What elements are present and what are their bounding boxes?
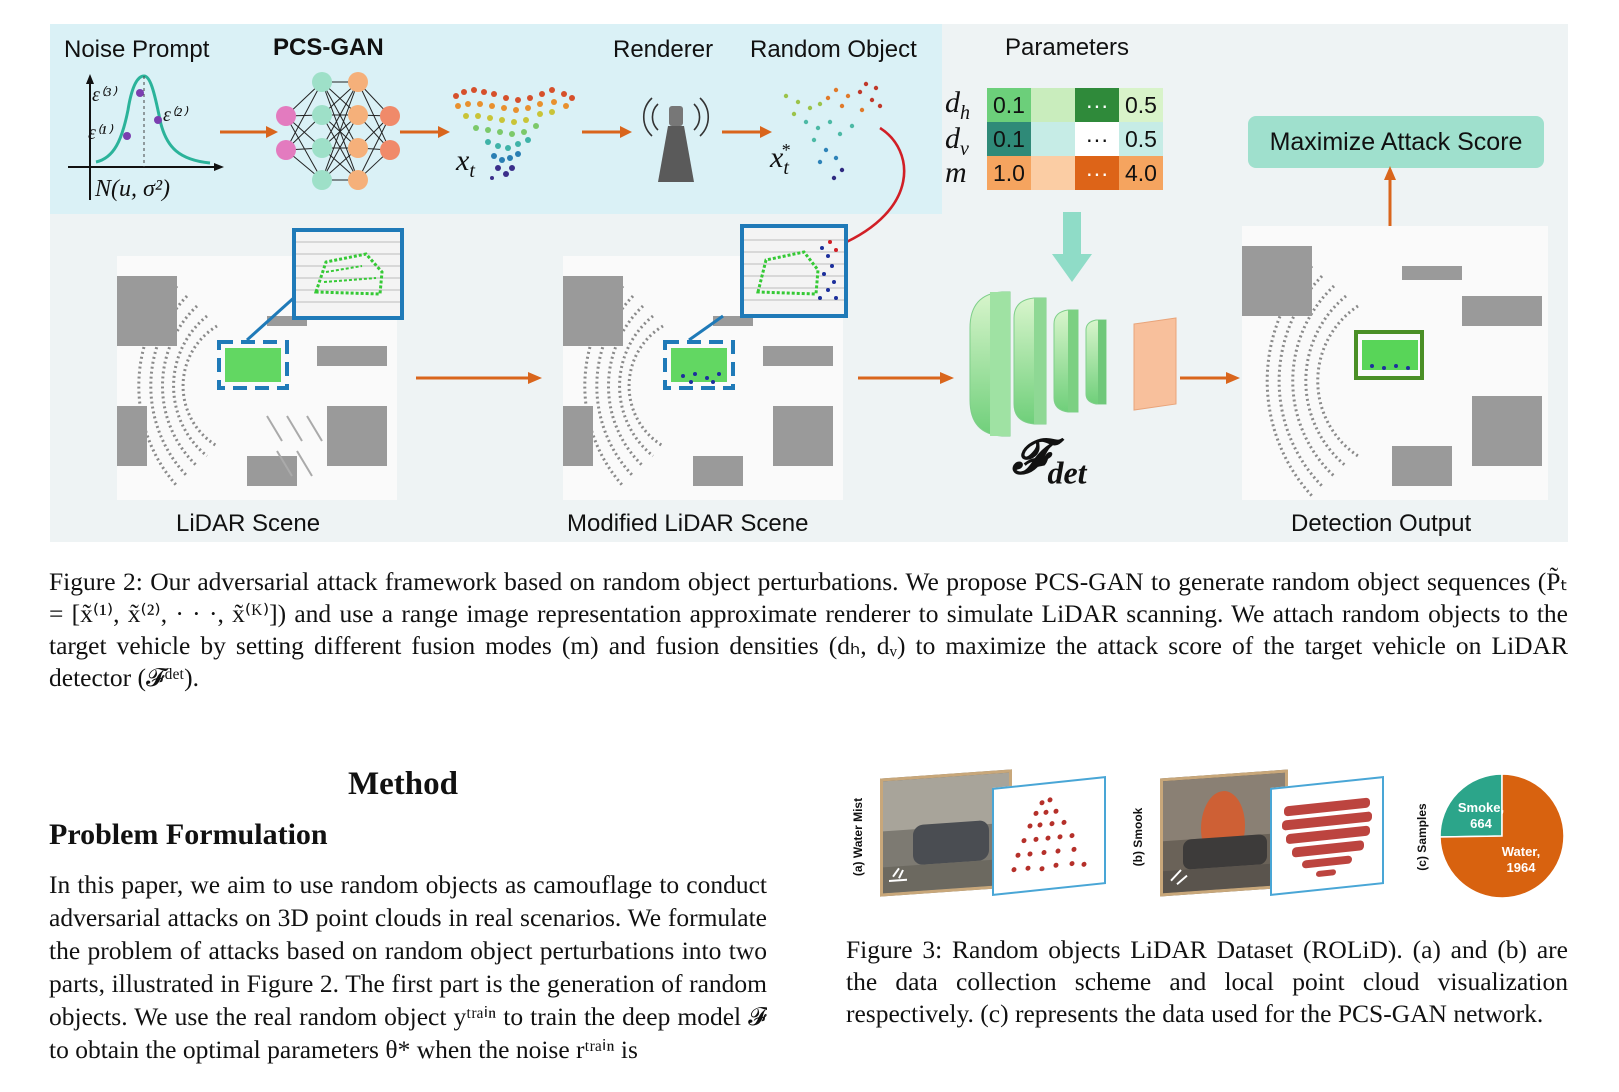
modified-lidar-scene-label: Modified LiDAR Scene [567, 510, 809, 537]
smoke-points [1282, 797, 1372, 877]
dv-first-cell: 0.1 [987, 122, 1031, 156]
arrow-xt-to-renderer [582, 126, 632, 138]
lidar-zoom-inset [292, 228, 404, 320]
pie-smoke-value: 664 [1470, 816, 1492, 831]
renderer-lidar-icon [643, 97, 709, 182]
normal-distribution-label: N(u, σ²) [95, 176, 171, 202]
xt-label: xt [456, 144, 475, 182]
water-mist-photo [880, 769, 1012, 897]
dv-last-cell: 0.5 [1119, 122, 1163, 156]
m-blank-cell [1031, 156, 1075, 190]
panel-c-label: (c) Samples [1415, 803, 1429, 871]
m-first-cell: 1.0 [987, 156, 1031, 190]
maximize-attack-score-box: Maximize Attack Score [1248, 116, 1544, 168]
dh-blank-cell [1031, 88, 1075, 122]
method-paragraph: In this paper, we aim to use random obje… [49, 870, 767, 1064]
pie-water-name: Water, [1501, 844, 1541, 859]
noise-distribution-plot [68, 74, 224, 200]
arrow-noise-to-gan [220, 126, 278, 138]
detector-network-icon [969, 291, 1177, 437]
panel-b-label: (b) Smook [1131, 807, 1145, 867]
pie-slice-smoke [1439, 773, 1503, 838]
random-object-label: Random Object [750, 36, 917, 63]
detection-output-image [1242, 226, 1548, 500]
modified-lidar-scene-image [563, 256, 843, 500]
epsilon-1-label: ε⁽¹⁾ [88, 122, 112, 144]
random-object-point-cloud [783, 81, 883, 181]
zoomed-car-points [296, 241, 400, 303]
lidar-scene-label: LiDAR Scene [176, 510, 321, 537]
param-dv-label: dv [945, 122, 969, 160]
arrow-modified-to-detector [858, 372, 954, 384]
pie-label-water: Water, 1964 [1486, 844, 1556, 876]
output-lidar-scan [1242, 246, 1542, 498]
figure2-caption: Figure 2: Our adversarial attack framewo… [49, 567, 1568, 692]
m-last-cell: 4.0 [1119, 156, 1163, 190]
arrow-detector-to-output [1180, 372, 1240, 384]
smoke-photo [1160, 769, 1288, 897]
param-m-label: m [945, 156, 967, 189]
smoke-point-cloud [1270, 776, 1384, 896]
figure3-caption: Figure 3: Random objects LiDAR Dataset (… [846, 935, 1568, 1028]
pcs-gan-label: PCS-GAN [273, 34, 384, 61]
panel-c-label-wrap: (c) Samples [1412, 790, 1432, 890]
pie-smoke-name: Smoke, [1457, 800, 1505, 815]
smoke-scene [1163, 772, 1285, 894]
xt-star-label: xt* [770, 140, 790, 179]
figure2-generation-strip [50, 24, 942, 214]
generated-point-cloud-xt [453, 87, 575, 180]
panel-a-label-wrap: (a) Water Mist [848, 790, 868, 890]
modified-lidar-scan-rings [563, 276, 833, 487]
dv-blank-cell [1031, 122, 1075, 156]
arrow-scene-to-modified [416, 372, 542, 384]
m-dots-cell: ··· [1075, 156, 1119, 190]
pcs-gan-network-icon [276, 72, 400, 190]
subsection-heading-problem-formulation: Problem Formulation [49, 818, 328, 851]
section-heading-method: Method [348, 766, 458, 802]
water-mist-points [1011, 797, 1087, 873]
pie-slice-water [1439, 773, 1565, 899]
water-mist-point-cloud [992, 776, 1106, 896]
dh-last-cell: 0.5 [1119, 88, 1163, 122]
pie-water-value: 1964 [1506, 860, 1536, 875]
panel-a-label: (a) Water Mist [851, 797, 865, 877]
parameters-grid: 0.1 ··· 0.5 0.1 ··· 0.5 1.0 ··· 4.0 [987, 88, 1163, 190]
parameters-label: Parameters [1005, 34, 1130, 61]
pie-label-smoke: Smoke, 664 [1446, 800, 1516, 832]
zoomed-car-with-object [744, 239, 844, 301]
detection-output-label: Detection Output [1291, 510, 1472, 537]
epsilon-3-label: ε⁽³⁾ [92, 84, 116, 106]
dh-dots-cell: ··· [1075, 88, 1119, 122]
noise-prompt-label: Noise Prompt [64, 36, 210, 63]
modified-zoom-inset [740, 224, 848, 318]
arrow-gan-to-xt [400, 126, 450, 138]
f-det-label: 𝓕det [1012, 431, 1087, 491]
water-mist-scene [883, 772, 1009, 894]
epsilon-2-label: ε⁽²⁾ [163, 104, 187, 126]
param-dh-label: dh [945, 86, 970, 124]
panel-b-label-wrap: (b) Smook [1128, 790, 1148, 890]
lidar-scan-rings [117, 276, 387, 487]
samples-pie-chart [1439, 773, 1565, 899]
renderer-label: Renderer [613, 36, 714, 63]
teal-down-arrow [1052, 212, 1092, 282]
dv-dots-cell: ··· [1075, 122, 1119, 156]
arrow-renderer-to-object [722, 126, 772, 138]
dh-first-cell: 0.1 [987, 88, 1031, 122]
